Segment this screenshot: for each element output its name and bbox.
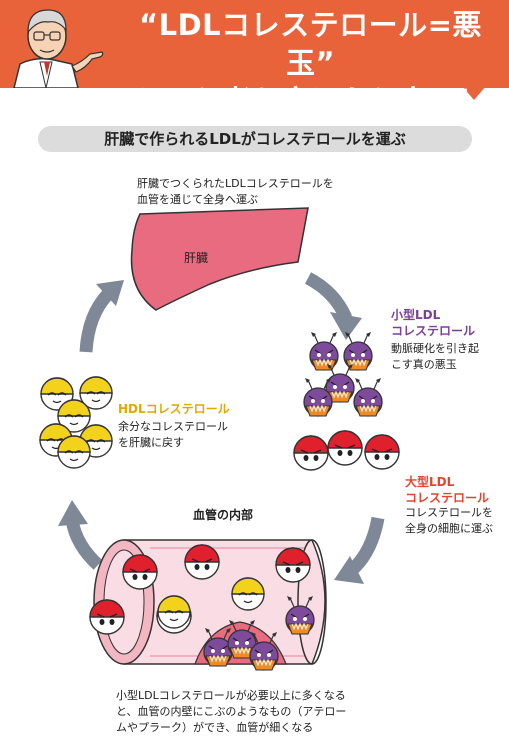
small-ldl-desc-line2: こす真の悪玉 <box>391 358 457 371</box>
header-banner <box>0 0 509 88</box>
vessel-caption: 小型LDLコレステロールが必要以上に多くなる と、血管の内壁にこぶのようなもの（… <box>116 688 346 736</box>
small-ldl-cluster <box>303 331 383 417</box>
large-ldl-desc-line1: コレステロールを <box>405 506 493 519</box>
liver-caption-line1: 肝臓でつくられたLDLコレステロールを <box>137 177 334 190</box>
large-ldl-desc-line2: 全身の細胞に運ぶ <box>405 522 493 535</box>
large-ldl-title: 大型LDL コレステロール <box>405 474 489 506</box>
small-ldl-desc: 動脈硬化を引き起 こす真の悪玉 <box>391 341 479 373</box>
large-ldl-group <box>293 430 400 471</box>
header-title: “LDLコレステロール=悪玉” という考え方はもう古い！ <box>118 6 503 120</box>
small-ldl-desc-line1: 動脈硬化を引き起 <box>391 342 479 355</box>
vessel-caption-line2: と、血管の内壁にこぶのようなもの（アテロー <box>116 705 347 718</box>
liver-caption: 肝臓でつくられたLDLコレステロールを 血管を通じて全身へ運ぶ <box>137 176 334 208</box>
liver-caption-line2: 血管を通じて全身へ運ぶ <box>137 193 258 206</box>
liver-shape <box>130 207 309 311</box>
small-ldl-title: 小型LDL コレステロール <box>391 307 475 339</box>
large-ldl-title-line1: 大型LDL <box>405 475 455 489</box>
liver-label: 肝臓 <box>184 251 209 265</box>
hdl-desc: 余分なコレステロール を肝臓に戻す <box>118 419 228 451</box>
header-title-line2: という考え方はもう古い！ <box>133 84 488 118</box>
section-subtitle: 肝臓で作られるLDLがコレステロールを運ぶ <box>38 126 472 152</box>
vessel-label: 血管の内部 <box>193 508 254 522</box>
hdl-desc-line2: を肝臓に戻す <box>118 436 184 449</box>
small-ldl-title-line1: 小型LDL <box>391 308 441 322</box>
header-title-line1: “LDLコレステロール=悪玉” <box>139 8 482 80</box>
large-ldl-title-line2: コレステロール <box>405 491 490 505</box>
vessel-caption-line3: ムやプラーク）ができ、血管が細くなる <box>116 721 314 734</box>
large-ldl-desc: コレステロールを 全身の細胞に運ぶ <box>405 505 493 537</box>
arrow-ldl-to-vessel <box>334 516 385 584</box>
hdl-cluster <box>39 376 113 469</box>
small-ldl-title-line2: コレステロール <box>391 324 476 338</box>
arrow-liver-to-ldl <box>304 272 362 340</box>
vessel-caption-line1: 小型LDLコレステロールが必要以上に多くなる <box>116 689 346 702</box>
doctor-illustration <box>6 2 116 92</box>
arrow-hdl-to-liver <box>79 280 124 353</box>
hdl-title: HDLコレステロール <box>118 402 230 416</box>
arrow-vessel-to-hdl <box>58 500 103 570</box>
hdl-desc-line1: 余分なコレステロール <box>118 420 228 433</box>
header-speech-tail <box>462 86 486 100</box>
